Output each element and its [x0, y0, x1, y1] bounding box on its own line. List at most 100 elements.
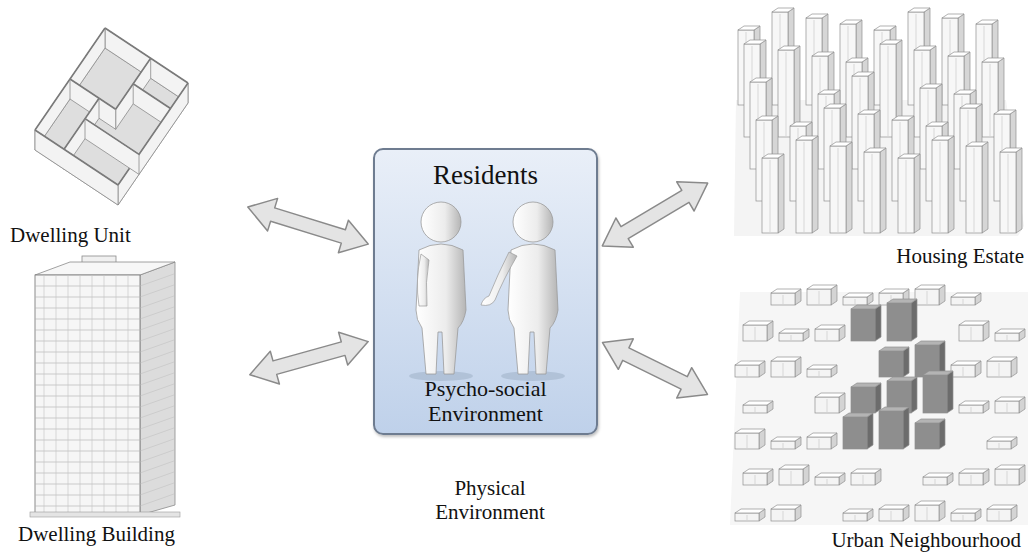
unit-wall-top	[118, 83, 188, 185]
city-building-top	[923, 473, 953, 477]
city-building-top	[771, 505, 801, 509]
estate-block-line	[838, 148, 839, 232]
estate-block-top	[892, 116, 914, 120]
estate-block-line	[974, 148, 975, 232]
city-building-line	[963, 515, 964, 520]
estate-block-top	[846, 58, 868, 62]
node-label: Urban Neighbourhood	[828, 528, 1024, 552]
floor-line	[35, 462, 140, 463]
window-column	[92, 275, 93, 515]
city-building-front	[807, 289, 831, 305]
housing-estate-drawing	[734, 8, 1024, 236]
estate-block-top	[976, 20, 998, 24]
side-floor-line	[140, 472, 175, 484]
city-building-line	[999, 363, 1000, 376]
estate-block-side	[880, 148, 886, 233]
city-building-line	[963, 367, 964, 376]
city-tower-top	[923, 371, 953, 375]
city-building-front	[743, 405, 767, 413]
window-column	[104, 275, 105, 515]
city-building-top	[915, 501, 945, 505]
node-label: Housing Estate	[896, 244, 1024, 268]
estate-ground	[734, 100, 1024, 236]
city-building-line	[971, 475, 972, 484]
illustration-node: Dwelling Unit	[5, 30, 243, 255]
city-tower-top	[851, 383, 881, 387]
city-building-front	[743, 473, 767, 485]
city-tower-front	[851, 309, 875, 341]
city-building-top	[735, 429, 765, 433]
estate-block-top	[948, 52, 970, 56]
city-building-top	[735, 509, 765, 513]
unit-wall-top	[133, 84, 170, 109]
right-figure-body	[508, 244, 558, 374]
side-floor-line	[140, 340, 175, 352]
city-building-top	[771, 437, 801, 441]
estate-block-top	[966, 142, 988, 146]
city-building-top	[995, 465, 1025, 469]
estate-block-top	[926, 122, 948, 126]
side-floor-line	[140, 285, 175, 297]
floor-line	[35, 407, 140, 408]
side-floor-line	[140, 307, 175, 319]
estate-block-top	[914, 46, 936, 50]
city-building-front	[807, 437, 831, 449]
city-building-top	[987, 505, 1017, 509]
unit-wall	[118, 83, 188, 205]
window-column	[128, 275, 129, 515]
floor-line	[35, 286, 140, 287]
side-floor-line	[140, 417, 175, 429]
city-building-front	[879, 509, 903, 521]
city-building-front	[915, 505, 939, 521]
city-building-line	[827, 331, 828, 340]
right-figure-head	[513, 202, 553, 242]
estate-block-side	[778, 154, 784, 233]
estate-block-top	[982, 58, 1004, 62]
city-building-front	[779, 333, 803, 341]
side-floor-line	[140, 395, 175, 407]
city-building-line	[827, 479, 828, 484]
city-building-line	[783, 363, 784, 376]
city-building-line	[783, 295, 784, 304]
city-building-line	[935, 479, 936, 484]
illustration-node: Urban Neighbourhood	[712, 285, 1028, 554]
estate-block-top	[790, 122, 812, 126]
city-building-front	[951, 365, 975, 377]
city-building-top	[779, 329, 809, 333]
city-building-top	[815, 393, 845, 397]
city-tower-front	[879, 411, 903, 449]
estate-block-line	[770, 160, 771, 232]
city-tower-side	[875, 383, 881, 413]
side-floor-line	[140, 373, 175, 385]
residents-box: ResidentsPsycho-social Environment	[373, 148, 598, 435]
illustration-node: Housing Estate	[712, 5, 1028, 275]
city-tower-front	[843, 417, 867, 449]
city-building-line	[783, 511, 784, 520]
floor-line	[35, 429, 140, 430]
city-tower-side	[939, 419, 945, 449]
estate-block-top	[796, 136, 818, 140]
estate-block-front	[864, 152, 880, 233]
double-arrow	[603, 339, 708, 398]
city-building-top	[995, 329, 1025, 333]
estate-block-top	[738, 26, 760, 30]
city-tower-front	[915, 423, 939, 449]
city-building-front	[735, 513, 759, 521]
estate-block-top	[954, 90, 976, 94]
unit-wall	[85, 119, 139, 175]
floor-line	[35, 495, 140, 496]
box-heading: Residents	[375, 160, 596, 191]
floor-line	[35, 440, 140, 441]
city-building-line	[791, 335, 792, 340]
city-building-top	[779, 465, 809, 469]
city-building-front	[959, 405, 983, 413]
estate-block-side	[982, 142, 988, 233]
city-tower-side	[911, 377, 917, 413]
city-tower-side	[947, 371, 953, 413]
city-building-line	[791, 471, 792, 484]
city-building-front	[779, 469, 803, 485]
side-floor-line	[140, 362, 175, 374]
estate-block-top	[812, 52, 834, 56]
city-tower-top	[915, 419, 945, 423]
